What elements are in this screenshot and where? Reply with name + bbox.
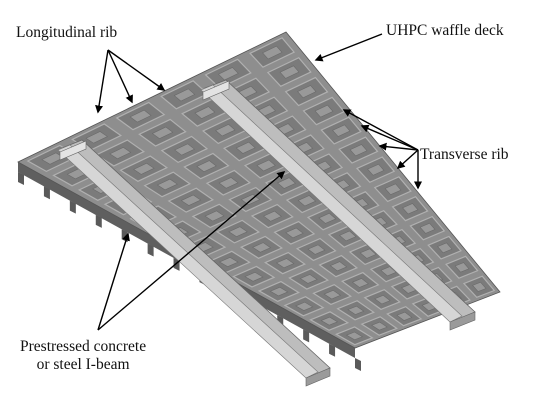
waffle-pocket-face	[252, 242, 272, 253]
underside-rib-stub	[18, 172, 24, 185]
waffle-pocket-face	[262, 45, 283, 60]
waffle-pocket-face	[204, 210, 225, 222]
waffle-pocket-face	[151, 126, 174, 140]
waffle-pocket-face	[156, 178, 178, 191]
waffle-pocket-face	[262, 210, 283, 222]
arrow-long-3	[107, 49, 166, 91]
underside-rib-stub	[95, 214, 102, 228]
waffle-pocket-face	[275, 258, 295, 269]
waffle-pocket-face	[367, 163, 385, 176]
waffle-pocket-face	[279, 65, 300, 79]
waffle-pocket-face	[371, 321, 388, 331]
waffle-pocket-face	[228, 226, 248, 238]
waffle-pocket-face	[297, 195, 317, 207]
label-longitudinal-rib: Longitudinal rib	[16, 24, 118, 41]
waffle-pocket-face	[277, 177, 296, 189]
waffle-pocket-face	[419, 222, 436, 234]
waffle-pocket-face	[85, 131, 109, 144]
waffle-pocket-face	[244, 271, 264, 282]
waffle-pocket-face	[217, 67, 239, 81]
arrow-trans-3	[378, 142, 419, 151]
waffle-pocket-face	[218, 257, 239, 267]
waffle-pocket-face	[318, 212, 337, 224]
waffle-pocket-face	[218, 177, 239, 189]
waffle-pocket-face	[295, 301, 314, 311]
underside-rib-stub	[147, 243, 154, 257]
waffle-pocket-face	[329, 261, 348, 272]
waffle-pocket-face	[129, 109, 152, 123]
waffle-pocket-face	[269, 286, 289, 297]
waffle-pocket-face	[338, 230, 357, 242]
waffle-pocket-face	[374, 294, 391, 305]
waffle-pocket-face	[347, 305, 365, 315]
waffle-pocket-face	[215, 124, 236, 137]
arrow-beam-2	[97, 171, 286, 331]
label-i-beam-line1: Prestressed concrete	[20, 338, 147, 355]
waffle-pocket-face	[359, 248, 377, 259]
waffle-pocket-face	[437, 242, 453, 254]
waffle-pocket-face	[194, 106, 216, 119]
waffle-pocket-face	[235, 141, 256, 154]
waffle-pocket-face	[384, 183, 402, 196]
waffle-pocket-face	[307, 244, 326, 255]
waffle-pocket-face	[332, 124, 351, 137]
waffle-pocket-face	[323, 289, 342, 300]
arrows	[95, 33, 422, 331]
arrow-uhpc	[314, 33, 383, 62]
waffle-pocket-face	[314, 104, 334, 118]
waffle-pocket-face	[285, 227, 304, 239]
i-beam-right	[200, 79, 476, 331]
waffle-pocket-face	[345, 331, 364, 341]
underside-rib-stub	[43, 186, 50, 200]
waffle-pocket-face	[297, 85, 317, 99]
waffle-pocket-face	[180, 194, 202, 206]
label-uhpc-waffle-deck: UHPC waffle deck	[386, 22, 504, 39]
waffle-pocket-face	[196, 160, 217, 173]
arrow-trans-4	[396, 149, 419, 170]
waffle-pocket-face	[349, 144, 368, 157]
underside-rib-stub	[329, 343, 336, 357]
arrow-long-2	[107, 49, 133, 104]
waffle-pocket-face	[174, 143, 196, 156]
arrow-long-1	[95, 49, 109, 114]
waffle-pocket-face	[396, 311, 413, 321]
underside-rib-stub	[355, 358, 361, 371]
arrow-beam-1	[97, 232, 130, 331]
waffle-pocket-face	[173, 88, 196, 102]
underside-rib-stub	[303, 329, 310, 343]
waffle-pocket-face	[256, 159, 276, 172]
label-i-beam-line2: or steel I-beam	[36, 355, 130, 373]
waffle-pocket-face	[299, 274, 318, 284]
waffle-pocket-face	[402, 203, 419, 215]
i-beam-left	[57, 139, 331, 387]
underside-rib-stub	[69, 200, 76, 214]
label-i-beam: Prestressed concrete or steel I-beam	[20, 338, 146, 374]
waffle-pocket-face	[133, 162, 155, 175]
waffle-pocket-face	[472, 281, 487, 292]
waffle-pocket-face	[454, 262, 470, 273]
arrow-trans-2	[360, 124, 419, 151]
waffle-pocket-face	[351, 278, 369, 288]
arrow-trans-1	[342, 109, 419, 151]
label-transverse-rib: Transverse rib	[420, 146, 509, 163]
waffle-pocket-face	[109, 147, 132, 160]
waffle-pocket-face	[320, 316, 339, 326]
